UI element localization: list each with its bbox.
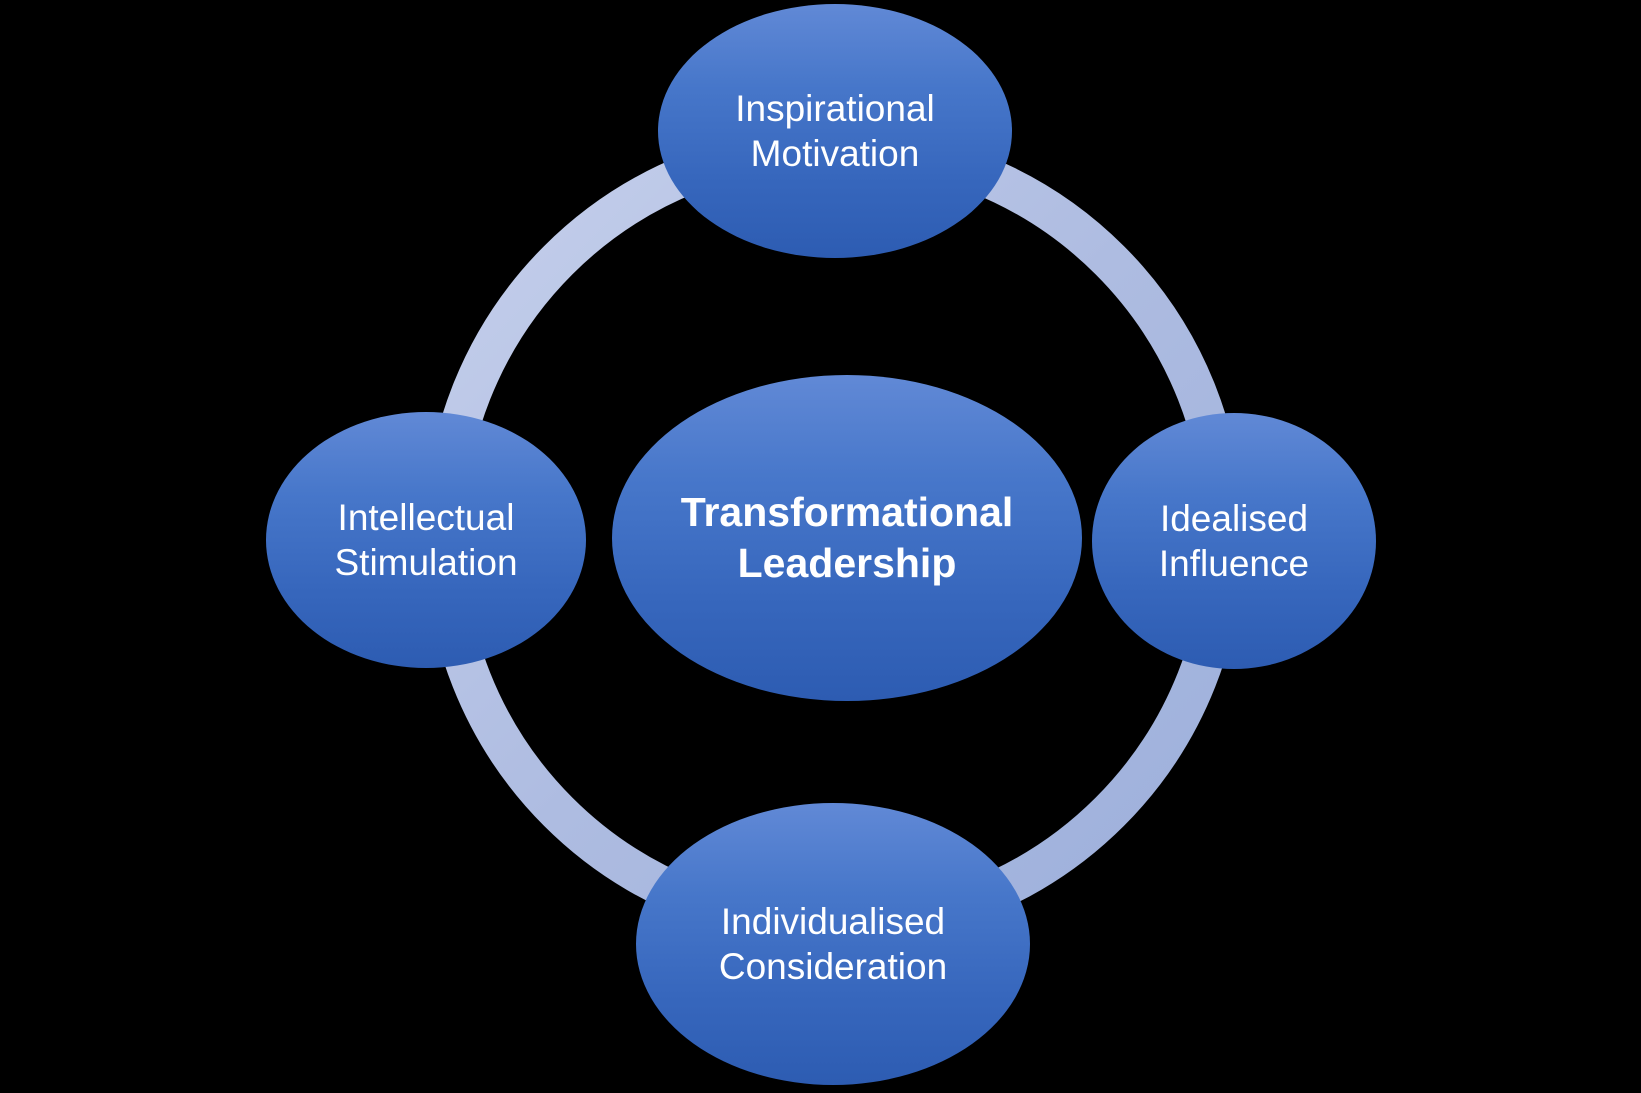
node-transformational-leadership: Transformational Leadership <box>612 375 1082 701</box>
node-label-line: Stimulation <box>334 542 518 583</box>
node-label-line: Inspirational <box>735 87 935 129</box>
node-inspirational-motivation: Inspirational Motivation <box>658 4 1012 258</box>
node-idealised-influence: Idealised Influence <box>1092 413 1376 669</box>
node-individualised-consideration: Individualised Consideration <box>636 803 1030 1085</box>
node-label-line: Individualised <box>720 900 946 942</box>
node-intellectual-stimulation: Intellectual Stimulation <box>266 412 586 668</box>
node-label-line: Influence <box>1158 543 1310 584</box>
node-label-line: Transformational <box>680 488 1014 535</box>
node-label-line: Leadership <box>737 540 957 586</box>
node-label-line: Intellectual <box>337 496 515 538</box>
node-label-line: Consideration <box>718 946 948 987</box>
node-label-line: Motivation <box>750 133 920 174</box>
node-label-line: Idealised <box>1159 497 1309 539</box>
